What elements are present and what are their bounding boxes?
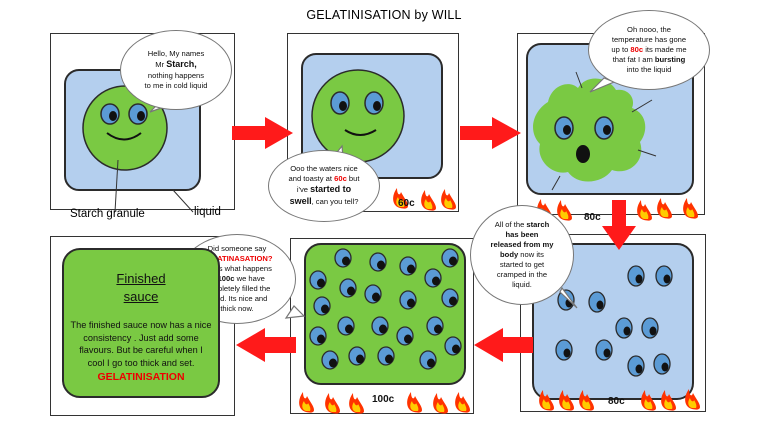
speech-bubble-80c-released: All of the starch has been released from… — [470, 205, 574, 305]
page-title: GELATINISATION by WILL — [306, 8, 462, 22]
temp-panel5: 100c — [372, 394, 395, 405]
temp-panel2: 60c — [398, 198, 415, 209]
finished-text: The finished sauce now has a nice consis… — [70, 320, 212, 369]
arrow-3-4 — [602, 200, 636, 250]
finished-heading: Finished — [116, 271, 166, 286]
finished-sauce-card: Finished sauce The finished sauce now ha… — [62, 248, 220, 398]
arrow-1-2 — [232, 117, 293, 149]
arrow-2-3 — [460, 117, 521, 149]
label-starch-granule: Starch granule — [70, 208, 145, 220]
arrow-4-5 — [474, 328, 533, 362]
smile — [106, 132, 142, 141]
speech-bubble-cold: Hello, My names Mr Starch, nothing happe… — [120, 30, 232, 110]
speech-bubble-80c-burst: Oh nooo, the temperature has gone up to … — [588, 10, 710, 90]
sauce-heading: sauce — [123, 288, 159, 304]
temp-panel3: 80c — [584, 212, 601, 223]
gelatinisation-highlight: GELATINISATION — [97, 370, 185, 383]
speech-bubble-60c: Ooo the waters nice and toasty at 60c bu… — [268, 150, 380, 222]
temp-panel4: 80c — [608, 396, 625, 407]
label-liquid: liquid — [194, 206, 221, 218]
arrow-5-6 — [236, 328, 296, 362]
